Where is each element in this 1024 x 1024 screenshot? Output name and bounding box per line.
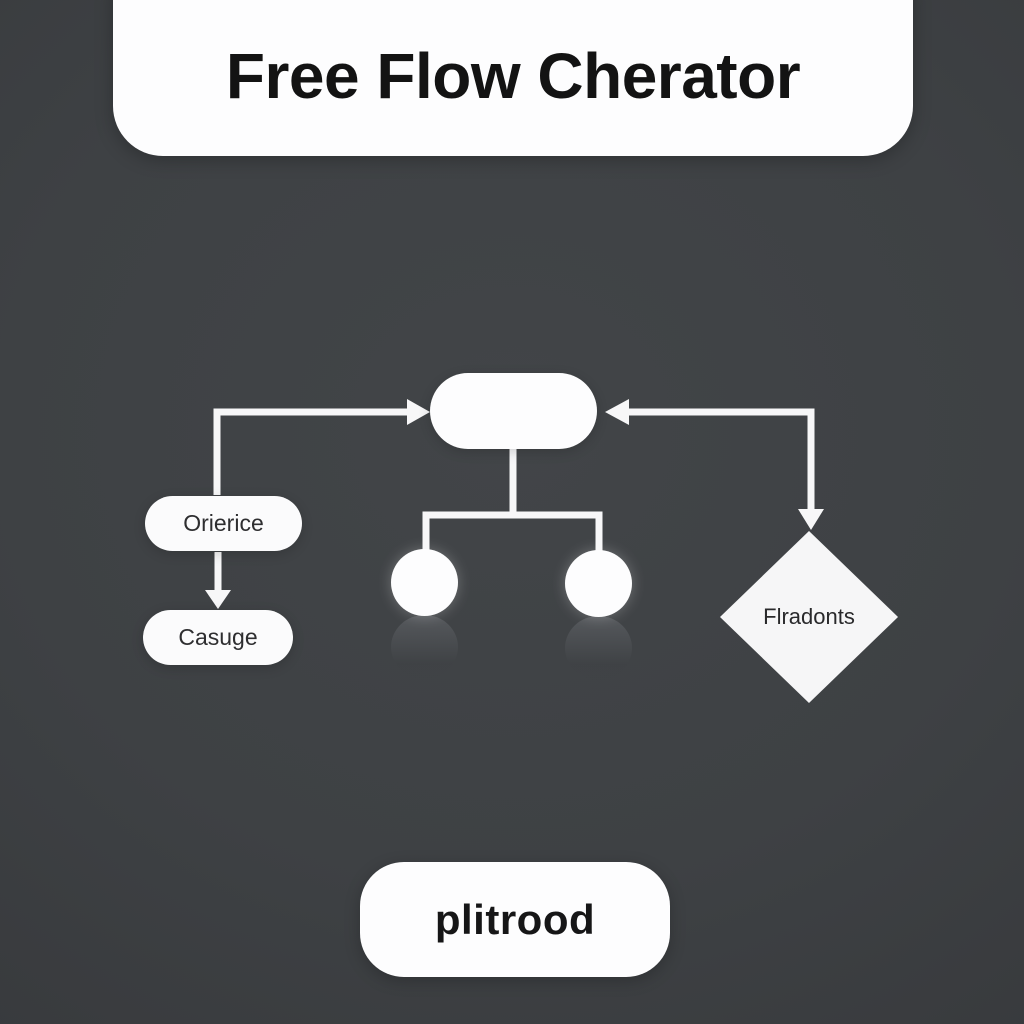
edge-branch-to-circles: [422, 511, 603, 553]
arrowhead-into-hub-left: [407, 399, 430, 425]
node-orierice-label: Orierice: [183, 510, 264, 536]
node-orierice: Orierice: [145, 496, 302, 551]
arrowhead-into-diamond: [798, 509, 824, 530]
node-casuge: Casuge: [143, 610, 293, 665]
circle-right-reflection: [565, 616, 632, 680]
node-decision-label: Flradonts: [763, 604, 855, 629]
arrowhead-into-hub-right: [605, 399, 629, 425]
node-casuge-label: Casuge: [178, 624, 258, 650]
edge-hub-diamond-elbow: [629, 408, 815, 509]
plitrood-button-label: plitrood: [434, 895, 596, 943]
hub-node: [430, 373, 597, 449]
plitrood-button[interactable]: plitrood: [360, 862, 670, 977]
circle-node-right: [565, 550, 632, 617]
circle-node-left: [391, 549, 458, 616]
edge-orierice-to-hub: [213, 408, 407, 495]
app-title: Free Flow Cherator: [225, 39, 801, 112]
arrowhead-into-casuge: [205, 590, 231, 609]
title-banner: Free Flow Cherator: [113, 0, 913, 156]
circle-left-reflection: [391, 615, 458, 679]
